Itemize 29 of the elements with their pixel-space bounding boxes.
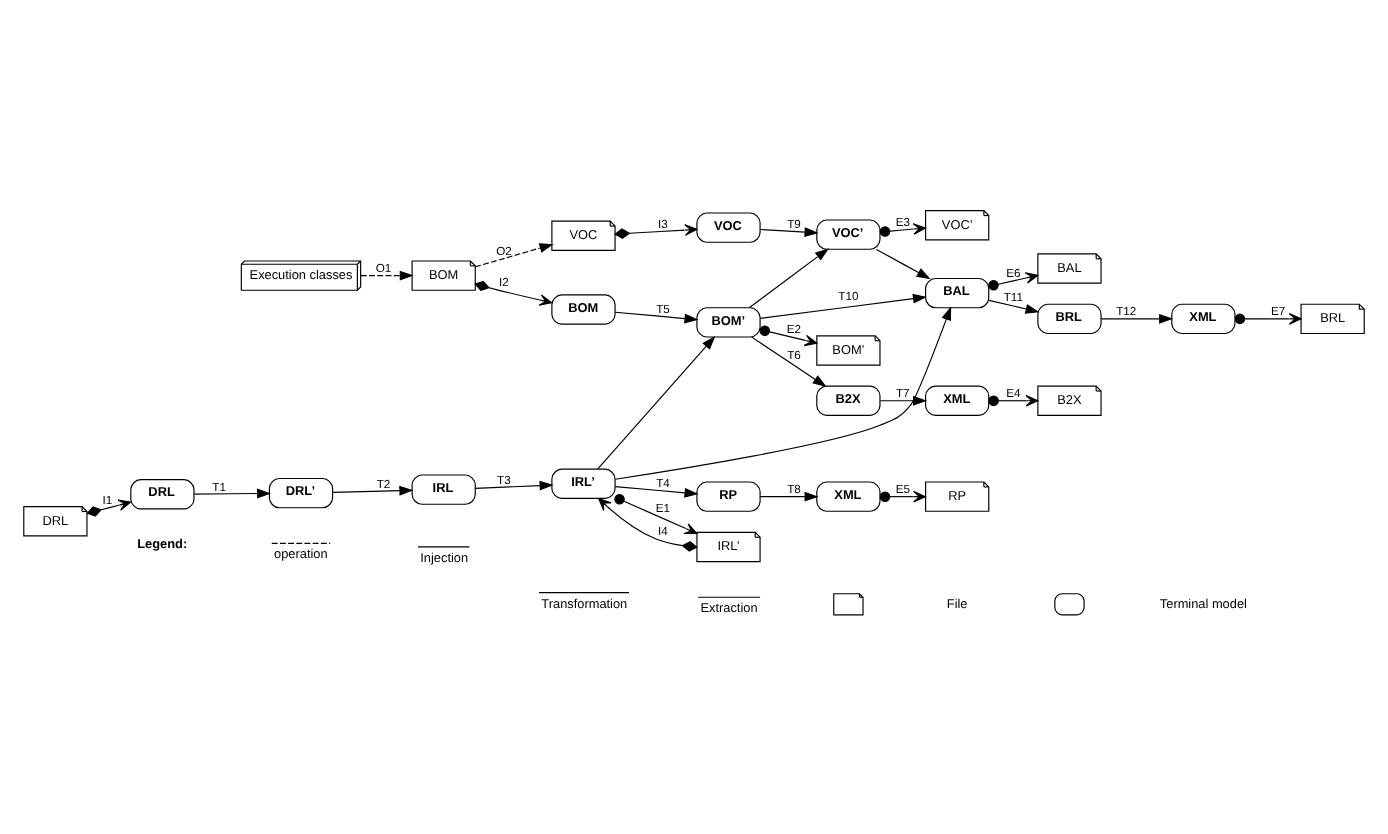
arrow: [614, 484, 699, 497]
arrow: [474, 279, 553, 305]
arrow: [759, 226, 819, 236]
arrow: [988, 271, 1039, 290]
arrow: [193, 487, 272, 498]
arrow: [759, 490, 819, 501]
arrow: [879, 222, 926, 236]
arrow: [759, 292, 927, 319]
arrow: [597, 334, 716, 469]
arrow: [1100, 312, 1174, 323]
arrow: [1234, 312, 1302, 324]
arrow: [598, 497, 698, 551]
arrow: [614, 223, 698, 239]
arrow: [614, 310, 699, 323]
arrow: [875, 247, 931, 279]
arrow: [332, 484, 414, 495]
arrow: [360, 269, 414, 280]
arrow: [751, 335, 827, 387]
arrow: [474, 479, 554, 490]
arrow: [879, 489, 926, 502]
arrow: [988, 393, 1039, 406]
arrow: [614, 305, 952, 479]
arrow: [749, 247, 829, 308]
arrow: [988, 298, 1040, 313]
arrow: [879, 394, 928, 405]
arrow: [474, 242, 554, 267]
arrow: [759, 324, 818, 346]
arrow: [614, 492, 698, 534]
arrow: [86, 498, 132, 516]
